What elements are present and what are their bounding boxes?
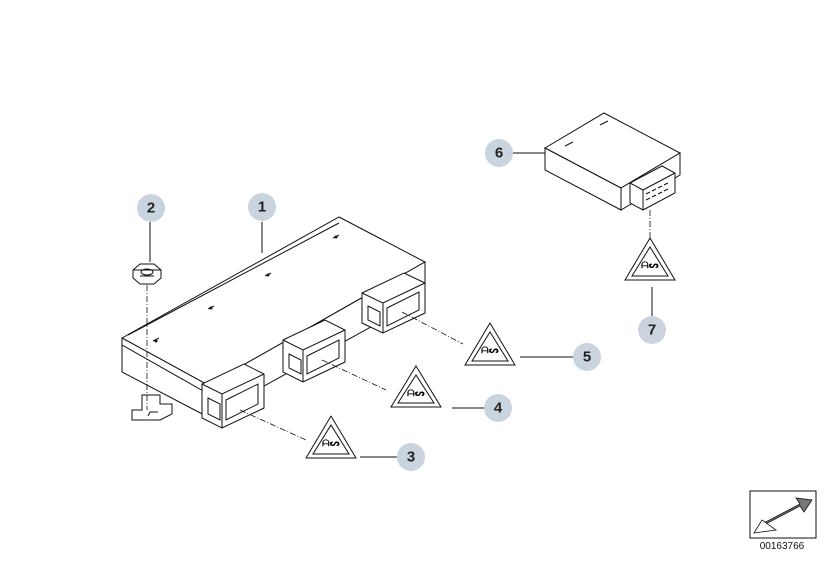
callout-4-label: 4 [494, 400, 503, 417]
svg-text:ᗩᔕ: ᗩᔕ [322, 438, 340, 449]
orientation-arrow-icon [749, 490, 817, 539]
callout-3-label: 3 [407, 449, 415, 466]
connector-right [361, 272, 426, 334]
callout-1[interactable]: 1 [248, 193, 276, 221]
callout-3[interactable]: 3 [397, 443, 425, 471]
callout-6-label: 6 [495, 145, 503, 162]
callout-2-label: 2 [147, 200, 155, 217]
callout-6[interactable]: 6 [485, 139, 513, 167]
dashed-line-5 [401, 311, 464, 345]
small-module [543, 112, 682, 211]
callout-5[interactable]: 5 [573, 343, 601, 371]
svg-text:ᗩᔕ: ᗩᔕ [481, 345, 499, 356]
svg-text:ᗩᔕ: ᗩᔕ [407, 388, 425, 399]
connector-middle [282, 319, 346, 383]
warning-triangle-7: ᗩᔕ [624, 237, 676, 281]
warning-triangle-3: ᗩᔕ [305, 415, 357, 459]
callout-7[interactable]: 7 [638, 316, 666, 344]
dashed-line-4 [321, 359, 387, 391]
callout-7-label: 7 [648, 322, 656, 339]
warning-triangle-4: ᗩᔕ [390, 365, 442, 408]
warning-triangle-5: ᗩᔕ [464, 322, 516, 366]
document-number: 00163766 [759, 541, 805, 552]
svg-text:ᗩᔕ: ᗩᔕ [641, 260, 659, 271]
callout-1-label: 1 [258, 199, 266, 216]
connector-left [201, 363, 265, 429]
callout-2[interactable]: 2 [137, 194, 165, 222]
dashed-line-3 [239, 409, 307, 441]
callout-5-label: 5 [583, 349, 591, 366]
nut-part [132, 263, 162, 410]
callout-4[interactable]: 4 [484, 394, 512, 422]
